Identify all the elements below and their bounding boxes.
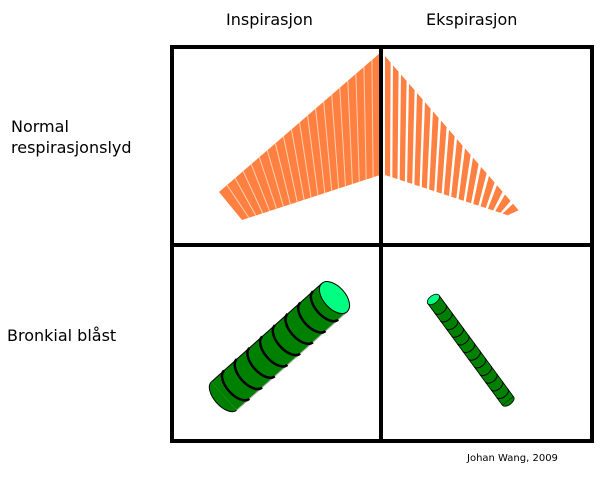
expiration-bar [407, 83, 415, 184]
ring [479, 365, 493, 377]
row-header-normal: Normal respirasjonslyd [11, 116, 132, 158]
ring [485, 373, 498, 384]
grid [170, 45, 594, 443]
stripe [363, 66, 367, 180]
column-header-expiration: Ekspirasjon [426, 10, 518, 29]
stripe [274, 143, 291, 205]
stripe [282, 136, 298, 203]
column-header-inspiration: Inspirasjon [226, 10, 313, 29]
stripe [307, 115, 319, 196]
ring [468, 350, 481, 361]
stripe [355, 73, 360, 182]
row-header-normal-line1: Normal [11, 117, 69, 136]
ring [490, 381, 504, 392]
stripe [371, 59, 374, 178]
ring [462, 342, 476, 354]
expiration-bar [473, 166, 487, 206]
normal-inspiration-shape [219, 53, 380, 220]
ring [445, 319, 459, 331]
ring [271, 324, 301, 357]
row-header-bronchial: Bronkial blåst [7, 326, 117, 345]
normal-expiration-shape [385, 56, 519, 216]
stripe [258, 157, 277, 209]
ring [246, 346, 276, 379]
ring [473, 358, 487, 369]
stripe [323, 101, 333, 191]
stripe [339, 87, 346, 187]
expiration-bar [443, 129, 455, 196]
stripe [234, 177, 257, 216]
expiration-bar [495, 194, 511, 213]
row-header-normal-line2: respirasjonslyd [11, 138, 132, 157]
stripe [250, 164, 271, 212]
ring [451, 327, 464, 338]
expiration-bar [429, 111, 439, 192]
expiration-bar [458, 148, 471, 201]
expiration-bar [392, 65, 399, 180]
expiration-bar [465, 157, 479, 204]
expiration-bar [502, 203, 519, 216]
ring [456, 335, 470, 346]
ring [309, 290, 340, 323]
expiration-bar [414, 92, 423, 187]
ring [434, 304, 448, 315]
stripe [242, 170, 264, 214]
stripe [290, 129, 305, 200]
ring [296, 301, 327, 334]
ring [440, 312, 453, 323]
stripe [315, 108, 326, 194]
expiration-bar [385, 56, 391, 177]
expiration-bar [399, 74, 407, 182]
stripe [299, 122, 312, 198]
expiration-bar [436, 120, 447, 194]
expiration-bar [480, 176, 495, 209]
ring [284, 313, 314, 346]
expiration-bar [421, 102, 431, 189]
ring [220, 369, 251, 402]
stripe [331, 94, 340, 189]
ring [233, 358, 263, 391]
stripe [347, 80, 353, 185]
expiration-bar [451, 139, 463, 199]
stripe [226, 184, 250, 219]
bronchial-expiration-cylinder [426, 293, 515, 407]
credit-text: Johan Wang, 2009 [467, 453, 558, 464]
expiration-bar [487, 185, 503, 211]
bronchial-inspiration-cylinder [208, 281, 351, 413]
ring [496, 388, 509, 400]
stripe [266, 150, 284, 207]
ring [258, 335, 289, 368]
